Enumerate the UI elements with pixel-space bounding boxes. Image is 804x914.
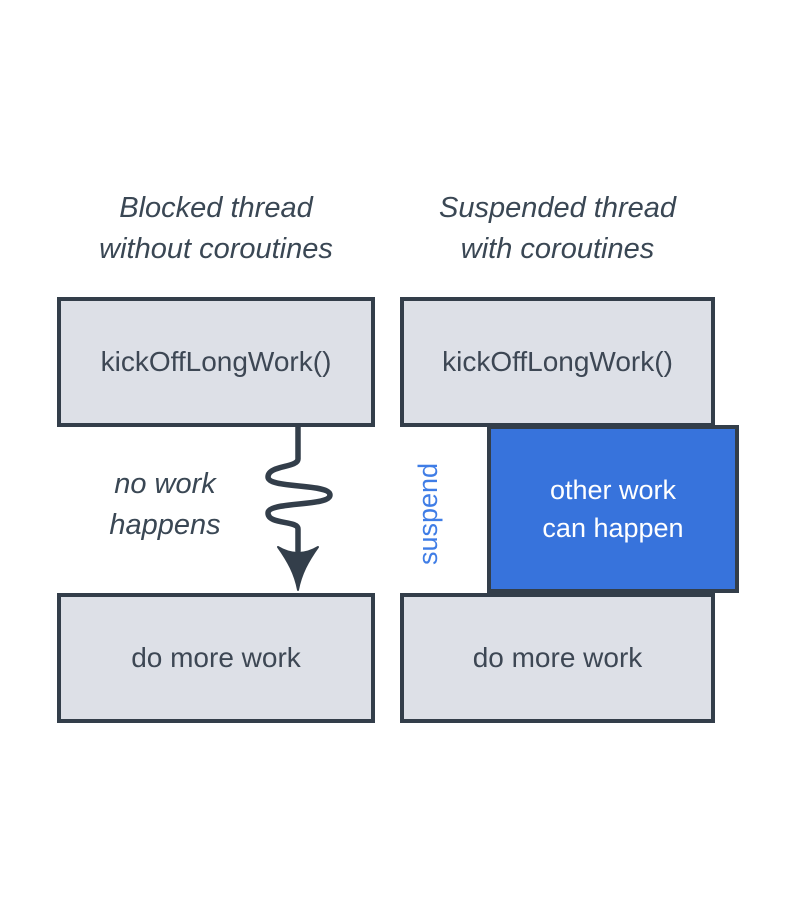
right-kickofflongwork-label: kickOffLongWork() — [442, 346, 673, 377]
annotation-line1: no work — [114, 468, 216, 500]
left-do-more-work-box: do more work — [57, 593, 375, 723]
left-kickofflongwork-box: kickOffLongWork() — [57, 297, 375, 427]
left-do-more-work-label: do more work — [131, 642, 301, 673]
left-title-line1: Blocked thread — [119, 192, 313, 224]
other-work-line1: other work — [549, 475, 677, 505]
annotation-line2: happens — [109, 509, 221, 541]
right-title-line1: Suspended thread — [438, 192, 677, 224]
right-kickofflongwork-box: kickOffLongWork() — [400, 297, 715, 427]
left-column-title: Blocked thread without coroutines — [47, 188, 385, 270]
no-work-happens-annotation: no work happens — [65, 464, 265, 546]
squiggly-down-arrow-icon — [265, 425, 333, 591]
left-title-line2: without coroutines — [99, 233, 333, 265]
left-kickofflongwork-label: kickOffLongWork() — [100, 346, 332, 377]
right-do-more-work-label: do more work — [472, 642, 643, 673]
right-do-more-work-box: do more work — [400, 593, 715, 723]
right-column-title: Suspended thread with coroutines — [392, 188, 723, 270]
other-work-line2: can happen — [542, 513, 684, 543]
suspend-label: suspend — [413, 462, 443, 566]
other-work-can-happen-box: other work can happen — [487, 425, 739, 593]
right-title-line2: with coroutines — [460, 233, 655, 265]
